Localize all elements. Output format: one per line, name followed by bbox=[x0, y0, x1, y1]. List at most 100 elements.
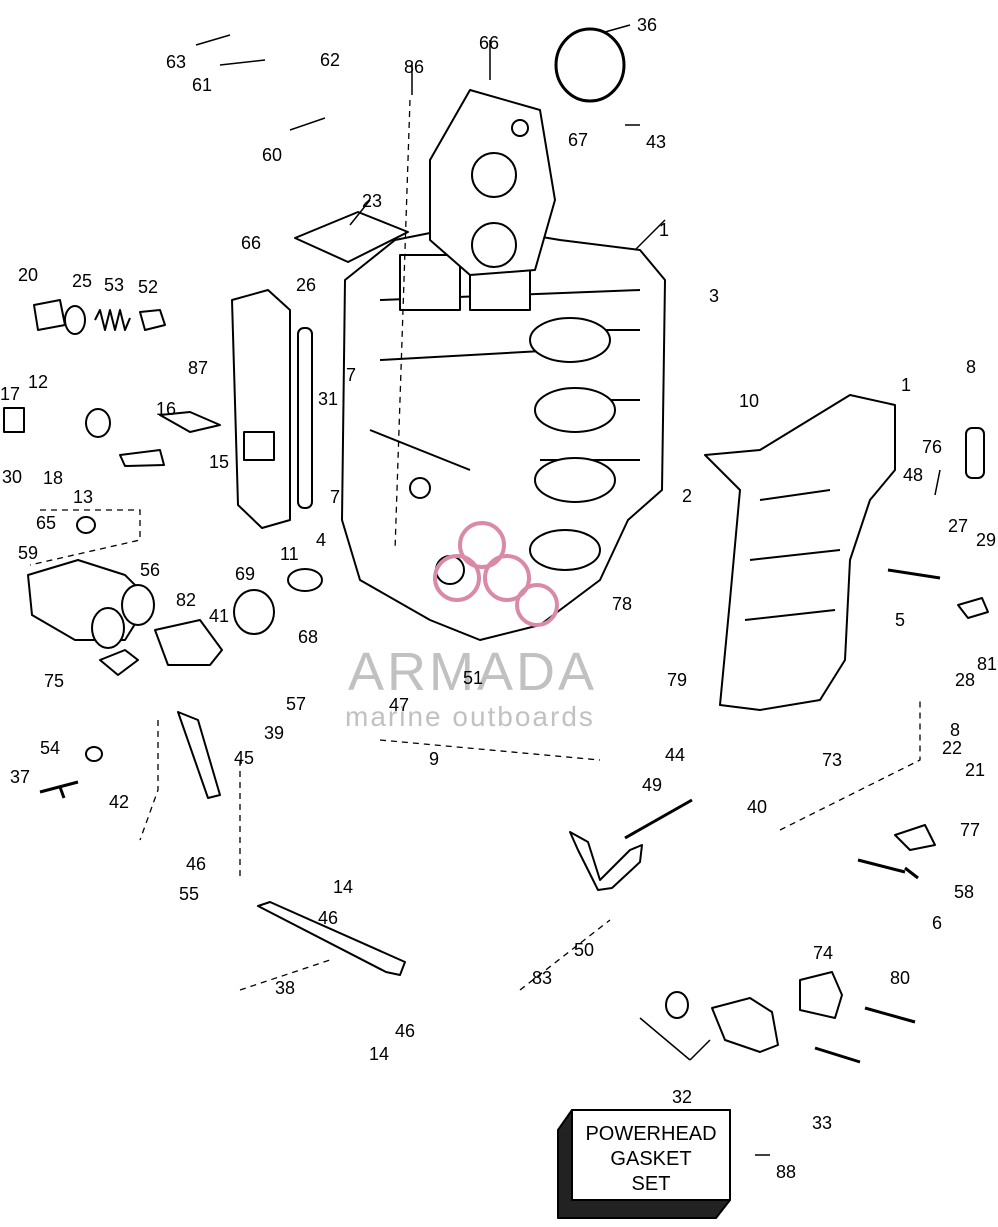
watermark-brand: ARMADA bbox=[348, 642, 597, 702]
callout-number: 44 bbox=[665, 745, 685, 765]
callout-number: 83 bbox=[532, 968, 552, 988]
callout-number: 48 bbox=[903, 465, 923, 485]
callout-number: 18 bbox=[43, 468, 63, 488]
callout-number: 73 bbox=[822, 750, 842, 770]
bolt bbox=[814, 1046, 861, 1064]
callout-number: 36 bbox=[637, 15, 657, 35]
callout-number: 52 bbox=[138, 277, 158, 297]
spring bbox=[94, 309, 131, 331]
callout-number: 28 bbox=[955, 670, 975, 690]
starter-motor bbox=[27, 559, 155, 649]
callout-number: 60 bbox=[262, 145, 282, 165]
side-cover bbox=[231, 289, 291, 529]
callout-number: 76 bbox=[922, 437, 942, 457]
washer bbox=[287, 568, 323, 592]
callout-number: 65 bbox=[36, 513, 56, 533]
callout-number: 79 bbox=[667, 670, 687, 690]
throttle-arm bbox=[177, 711, 221, 799]
callout-number: 40 bbox=[747, 797, 767, 817]
callout-number: 1 bbox=[659, 220, 669, 240]
callout-number: 81 bbox=[977, 654, 997, 674]
callout-number: 42 bbox=[109, 792, 129, 812]
callout-number: 75 bbox=[44, 671, 64, 691]
callout-number: 6 bbox=[932, 913, 942, 933]
callout-number: 88 bbox=[776, 1162, 796, 1182]
callout-number: 30 bbox=[2, 467, 22, 487]
callout-number: 15 bbox=[209, 452, 229, 472]
callout-number: 39 bbox=[264, 723, 284, 743]
callout-number: 11 bbox=[280, 544, 299, 564]
callout-number: 74 bbox=[813, 943, 833, 963]
callout-number: 61 bbox=[192, 75, 212, 95]
callout-number: 17 bbox=[0, 384, 20, 404]
thermostat-housing bbox=[33, 299, 66, 331]
callout-number: 77 bbox=[960, 820, 980, 840]
callout-number: 54 bbox=[40, 738, 60, 758]
exhaust-cover-gasket bbox=[429, 89, 556, 276]
callout-number: 37 bbox=[10, 767, 30, 787]
callout-number: 58 bbox=[954, 882, 974, 902]
screw bbox=[39, 780, 79, 799]
sensor bbox=[894, 824, 936, 851]
callout-number: 16 bbox=[156, 399, 176, 419]
cover-gasket bbox=[294, 211, 409, 263]
callout-number: 78 bbox=[612, 594, 632, 614]
cylinder-block bbox=[341, 224, 666, 641]
leader-lines bbox=[195, 24, 941, 1156]
callout-number: 82 bbox=[176, 590, 196, 610]
callout-number: 23 bbox=[362, 191, 382, 211]
callout-number: 1 bbox=[901, 375, 911, 395]
fitting bbox=[85, 408, 111, 438]
callout-number: 67 bbox=[568, 130, 588, 150]
callout-number: 68 bbox=[298, 627, 318, 647]
callout-number: 38 bbox=[275, 978, 295, 998]
callout-number: 80 bbox=[890, 968, 910, 988]
nut bbox=[76, 516, 96, 534]
callout-number: 57 bbox=[286, 694, 306, 714]
callout-number: 14 bbox=[333, 877, 353, 897]
callout-number: 46 bbox=[186, 854, 206, 874]
link-rod bbox=[257, 901, 406, 976]
callout-number: 21 bbox=[965, 760, 985, 780]
bolt bbox=[857, 858, 919, 880]
callout-number: 53 bbox=[104, 275, 124, 295]
hose bbox=[297, 327, 313, 509]
engine-mount bbox=[711, 997, 779, 1053]
callout-number: 43 bbox=[646, 132, 666, 152]
callout-number: 55 bbox=[179, 884, 199, 904]
callout-number: 41 bbox=[209, 606, 229, 626]
callout-number: 45 bbox=[234, 748, 254, 768]
bolt bbox=[864, 1006, 916, 1024]
callout-number: 10 bbox=[739, 391, 759, 411]
callout-number: 62 bbox=[320, 50, 340, 70]
spark-plug bbox=[119, 449, 165, 467]
reference-lines bbox=[29, 99, 921, 991]
callout-number: 14 bbox=[369, 1044, 389, 1064]
callout-number: 63 bbox=[166, 52, 186, 72]
gasket-set-line-3: SET bbox=[632, 1173, 671, 1195]
callout-number: 49 bbox=[642, 775, 662, 795]
callout-number: 3 bbox=[709, 286, 719, 306]
callout-number: 29 bbox=[976, 530, 996, 550]
callout-number: 51 bbox=[463, 668, 483, 688]
callout-number: 50 bbox=[574, 940, 594, 960]
callout-number: 47 bbox=[389, 695, 409, 715]
valve bbox=[159, 411, 221, 433]
callout-number: 7 bbox=[346, 365, 356, 385]
callout-number: 31 bbox=[318, 389, 338, 409]
callout-number: 66 bbox=[479, 33, 499, 53]
bolt bbox=[887, 568, 941, 580]
sleeve bbox=[154, 619, 223, 666]
callout-number: 46 bbox=[318, 908, 338, 928]
callout-number: 4 bbox=[316, 530, 326, 550]
callout-number: 2 bbox=[682, 486, 692, 506]
gasket-set-line-1: POWERHEAD bbox=[585, 1123, 716, 1145]
callout-number: 12 bbox=[28, 372, 48, 392]
callout-number: 87 bbox=[188, 358, 208, 378]
tube bbox=[965, 427, 985, 479]
callout-number: 22 bbox=[942, 738, 962, 758]
strap bbox=[99, 649, 139, 676]
callout-number: 20 bbox=[18, 265, 38, 285]
